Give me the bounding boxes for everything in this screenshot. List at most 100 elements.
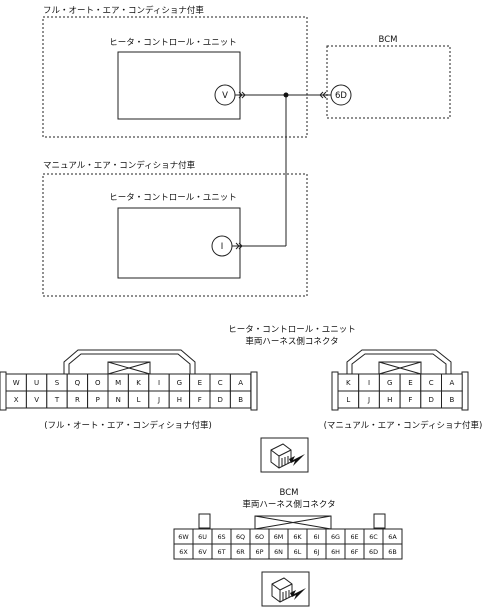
connector-pin: 6T: [211, 543, 232, 560]
connector-pin-label: H: [387, 396, 392, 404]
chevron-6d: [319, 91, 327, 99]
heater-unit-full-label: ヒータ・コントロール・ユニット: [109, 38, 237, 48]
full-auto-frame: [42, 16, 308, 138]
connector-pin-label: O: [95, 379, 101, 387]
full-latch-inner: [68, 353, 191, 374]
connector-pin: A: [441, 373, 463, 392]
connector-pin: 6D: [363, 543, 384, 560]
connector-pin-label: E: [198, 379, 202, 387]
connector-pin-label: 6H: [331, 548, 340, 556]
connector-pin: 6B: [382, 543, 403, 560]
connector-pin-label: A: [238, 379, 243, 387]
connector-pin-label: G: [177, 379, 182, 387]
connector-pin-label: E: [408, 379, 412, 387]
connector-pin-label: L: [346, 396, 350, 404]
connector-pin: 6W: [173, 528, 194, 545]
connector-pin-label: F: [198, 396, 202, 404]
connector-pin-label: D: [428, 396, 433, 404]
connector-pin-label: J: [367, 396, 370, 404]
connector-pin: A: [229, 373, 252, 392]
connector-pin-label: B: [449, 396, 454, 404]
connector-pin-label: 6Q: [236, 533, 245, 541]
manual-label: マニュアル・エア・コンディショナ付車: [43, 160, 196, 171]
bcm-frame: [326, 45, 451, 119]
connector-pin: B: [229, 390, 252, 409]
manual-latch: [346, 349, 452, 374]
connector-pin-label: 6U: [198, 533, 207, 541]
chevron-i: [235, 242, 243, 250]
connector-pin: V: [25, 390, 48, 409]
connector-pin-label: K: [136, 379, 141, 387]
connector-pin: 6Q: [230, 528, 251, 545]
connector-pin: 6L: [287, 543, 308, 560]
connector-pin: T: [46, 390, 68, 409]
connector-pin-label: 6L: [294, 548, 302, 556]
connector-pin: P: [87, 390, 109, 409]
connector-pin: L: [337, 390, 360, 409]
connector-pin-label: B: [238, 396, 243, 404]
connector-pin-label: D: [218, 396, 223, 404]
connector-pin: 6A: [382, 528, 403, 545]
connector-view-icon-2: [261, 571, 310, 607]
connector-pin-label: J: [157, 396, 160, 404]
connector-pin-label: 6J: [314, 548, 320, 556]
connector-pin-label: 6G: [331, 533, 340, 541]
connector-pin: M: [107, 373, 129, 392]
connector-pin-label: P: [96, 396, 100, 404]
bcm-key-lines: [254, 515, 332, 530]
connector-pin: 6K: [287, 528, 308, 545]
connector-pin-label: V: [34, 396, 39, 404]
terminal-i-label: I: [221, 242, 224, 252]
connector-pin-label: 6E: [350, 533, 358, 541]
connector-pin-label: A: [449, 379, 454, 387]
connector-pin: J: [148, 390, 170, 409]
connector-pin-label: X: [14, 396, 19, 404]
connector-pin-label: 6O: [255, 533, 264, 541]
connector-pin-label: 6M: [274, 533, 284, 541]
full-key: [107, 361, 151, 375]
connector-pin: 6U: [192, 528, 213, 545]
connector-pin: U: [25, 373, 48, 392]
connector-pin: 6S: [211, 528, 232, 545]
connector-pin-label: 6T: [218, 548, 226, 556]
connector-pin: S: [46, 373, 68, 392]
connector-pin: J: [358, 390, 380, 409]
heater-connector-title-2: 車両ハーネス側コネクタ: [245, 336, 338, 347]
connector-pin-label: 6I: [314, 533, 320, 541]
connector-pin: E: [399, 373, 422, 392]
connector-pin: L: [127, 390, 150, 409]
connector-pin-label: 6C: [369, 533, 378, 541]
connector-pin-label: G: [387, 379, 392, 387]
connector-pin-label: 6R: [236, 548, 245, 556]
connector-pin-label: I: [158, 379, 160, 387]
connector-pin: 6R: [230, 543, 251, 560]
heater-connector-title-1: ヒータ・コントロール・ユニット: [228, 325, 356, 335]
connector-pin-label: K: [346, 379, 351, 387]
connector-pin-label: Q: [75, 379, 81, 387]
connector-pin: G: [378, 373, 401, 392]
connector-pin-label: 6N: [274, 548, 283, 556]
connector-pin-label: 6D: [369, 548, 378, 556]
connector-pin: 6G: [325, 528, 346, 545]
connector-pin: R: [66, 390, 89, 409]
manual-frame: [42, 173, 308, 297]
connector-pin: I: [148, 373, 170, 392]
manual-key: [378, 361, 422, 375]
connector-pin: 6M: [268, 528, 289, 545]
connector-pin: C: [420, 373, 442, 392]
connector-pin: 6O: [249, 528, 270, 545]
connector-pin: B: [441, 390, 463, 409]
bcm-latch-left: [198, 513, 211, 529]
connector-pin-label: T: [54, 396, 60, 404]
connector-pin-label: L: [137, 396, 141, 404]
bcm-label: BCM: [379, 35, 398, 45]
connector-pin: Q: [66, 373, 89, 392]
connector-pin: E: [189, 373, 211, 392]
